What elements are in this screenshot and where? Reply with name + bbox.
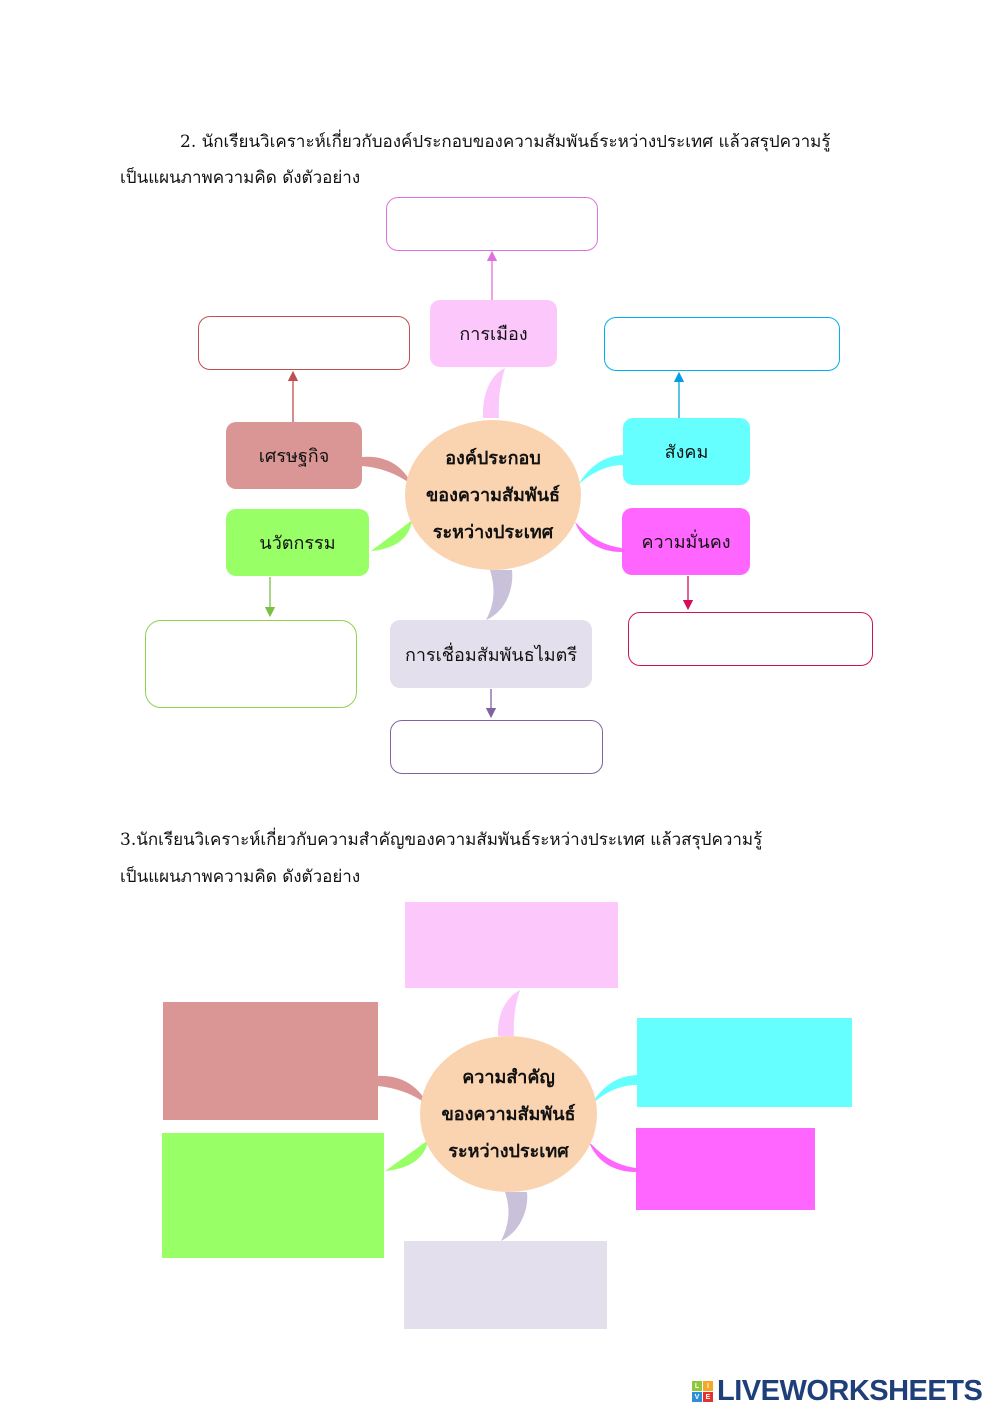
logo-tile: I [703,1381,713,1391]
answer-box-politics[interactable] [386,197,598,251]
petal-innovation [370,520,412,552]
node-society: สังคม [623,418,750,485]
petal-brown [378,1075,428,1105]
question-3-line-2: เป็นแผนภาพความคิด ดังตัวอย่าง [120,867,361,887]
answer-box-economy[interactable] [198,316,410,370]
node-friendship: การเชื่อมสัมพันธไมตรี [390,620,592,688]
center-line-3: ระหว่างประเทศ [432,521,554,543]
logo-tile: E [703,1392,713,1402]
answer-box-lavender[interactable] [404,1241,607,1329]
node-innovation: นวัตกรรม [226,509,369,576]
petal-society [578,455,623,485]
petal-cyan [591,1075,637,1105]
answer-box-innovation[interactable] [145,620,357,708]
petal-top [497,990,520,1036]
answer-box-green[interactable] [162,1133,384,1258]
answer-box-magenta[interactable] [636,1128,815,1210]
center-line-1: องค์ประกอบ [445,447,541,469]
petal-economy [362,456,412,485]
question-2-line-2: เป็นแผนภาพความคิด ดังตัวอย่าง [120,168,361,188]
node-security: ความมั่นคง [622,508,750,575]
petal-security [575,522,622,552]
center-line-2: ของความสัมพันธ์ [441,1103,576,1125]
answer-box-security[interactable] [628,612,873,666]
answer-box-pink[interactable] [405,902,618,988]
logo-tile: L [692,1381,702,1391]
answer-box-society[interactable] [604,317,840,371]
node-economy: เศรษฐกิจ [226,422,362,489]
petal-lavender [501,1192,528,1241]
answer-box-brown[interactable] [163,1002,378,1120]
petal-green [384,1140,428,1172]
petal-politics [482,368,505,418]
logo-tiles-icon: L I V E [692,1381,713,1402]
logo-tile: V [692,1392,702,1402]
center-circle-components: องค์ประกอบ ของความสัมพันธ์ ระหว่างประเทศ [405,420,581,570]
liveworksheets-logo: L I V E LIVEWORKSHEETS [692,1375,983,1408]
answer-box-friendship[interactable] [390,720,603,774]
node-politics: การเมือง [430,300,557,367]
petal-friendship [486,570,513,620]
center-line-3: ระหว่างประเทศ [448,1140,569,1162]
logo-text: LIVEWORKSHEETS [717,1375,983,1407]
center-line-2: ของความสัมพันธ์ [425,484,561,506]
question-2-line-1: 2. นักเรียนวิเคราะห์เกี่ยวกับองค์ประกอบข… [180,132,831,152]
petal-magenta [589,1142,636,1172]
answer-box-cyan[interactable] [637,1018,852,1107]
center-circle-importance: ความสำคัญ ของความสัมพันธ์ ระหว่างประเทศ [420,1036,597,1192]
question-3-line-1: 3.นักเรียนวิเคราะห์เกี่ยวกับความสำคัญของ… [120,830,763,850]
center-line-1: ความสำคัญ [462,1066,555,1088]
